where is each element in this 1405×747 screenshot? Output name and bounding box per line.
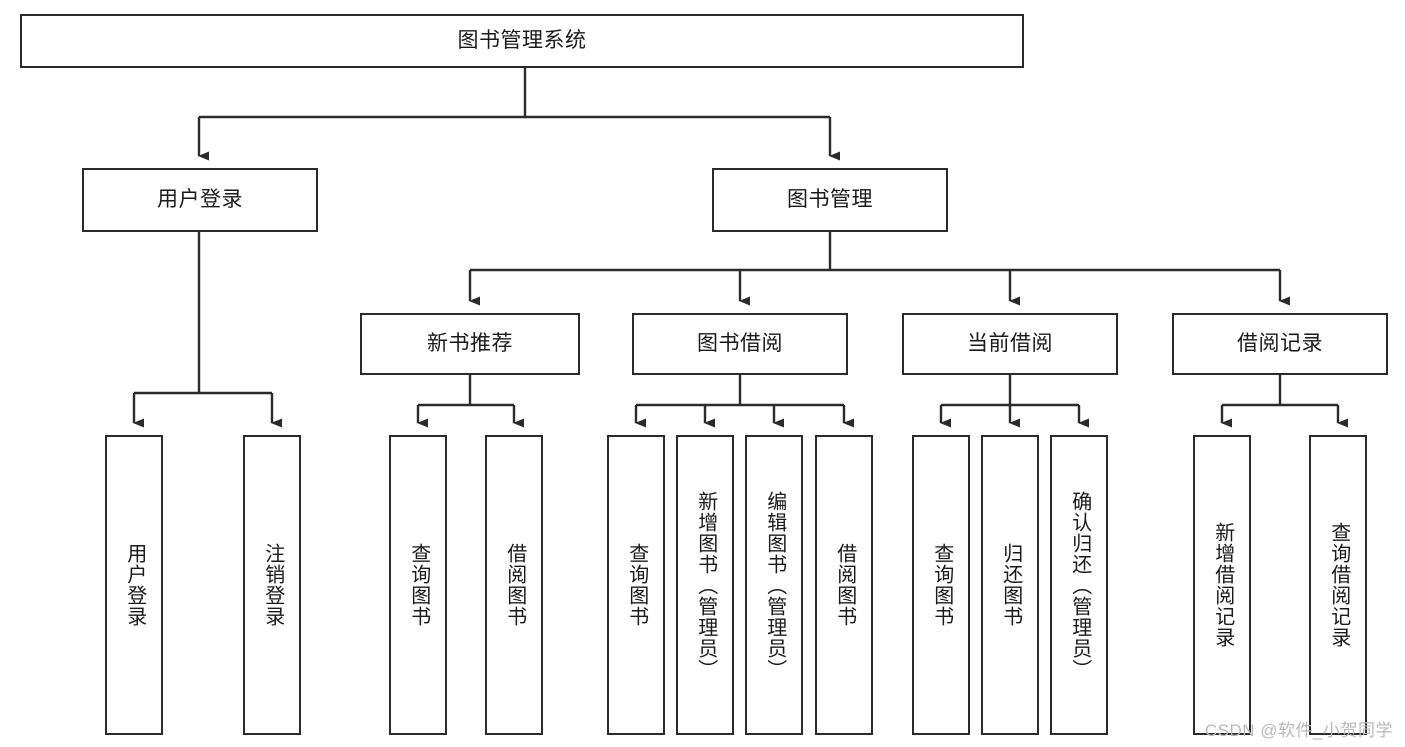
leaf-return-book[interactable]: 归还图书 bbox=[981, 435, 1039, 735]
leaf-borrow-book-1-label: 借阅图书 bbox=[503, 543, 526, 627]
leaf-query-book-2-label: 查询图书 bbox=[625, 543, 648, 627]
node-root-label: 图书管理系统 bbox=[457, 28, 587, 52]
leaf-query-book-1[interactable]: 查询图书 bbox=[389, 435, 447, 735]
leaf-borrow-book-2[interactable]: 借阅图书 bbox=[815, 435, 873, 735]
leaf-query-book-3[interactable]: 查询图书 bbox=[912, 435, 970, 735]
leaf-query-record[interactable]: 查询借阅记录 bbox=[1309, 435, 1367, 735]
node-book-manage-label: 图书管理 bbox=[787, 187, 873, 211]
leaf-borrow-book-2-label: 借阅图书 bbox=[833, 543, 856, 627]
node-user-login[interactable]: 用户登录 bbox=[82, 168, 318, 232]
leaf-query-record-label: 查询借阅记录 bbox=[1327, 522, 1350, 648]
node-new-book-recommend[interactable]: 新书推荐 bbox=[360, 313, 580, 375]
leaf-add-record[interactable]: 新增借阅记录 bbox=[1193, 435, 1251, 735]
leaf-user-logout-label: 注销登录 bbox=[261, 543, 284, 627]
leaf-add-book[interactable]: 新增图书（管理员） bbox=[676, 435, 734, 735]
node-book-borrow-label: 图书借阅 bbox=[697, 331, 783, 355]
node-user-login-label: 用户登录 bbox=[157, 187, 243, 211]
watermark-text: CSDN @软件_小贺同学 bbox=[1204, 721, 1393, 740]
leaf-add-record-label: 新增借阅记录 bbox=[1211, 522, 1234, 648]
leaf-edit-book-label: 编辑图书（管理员） bbox=[763, 490, 786, 680]
leaf-add-book-label: 新增图书（管理员） bbox=[694, 490, 717, 680]
node-borrow-record-label: 借阅记录 bbox=[1237, 331, 1323, 355]
leaf-query-book-1-label: 查询图书 bbox=[407, 543, 430, 627]
leaf-confirm-return-label: 确认归还（管理员） bbox=[1068, 490, 1091, 680]
node-current-borrow[interactable]: 当前借阅 bbox=[902, 313, 1118, 375]
leaf-query-book-3-label: 查询图书 bbox=[930, 543, 953, 627]
node-book-manage[interactable]: 图书管理 bbox=[712, 168, 948, 232]
leaf-confirm-return[interactable]: 确认归还（管理员） bbox=[1050, 435, 1108, 735]
node-root[interactable]: 图书管理系统 bbox=[20, 14, 1024, 68]
leaf-borrow-book-1[interactable]: 借阅图书 bbox=[485, 435, 543, 735]
leaf-edit-book[interactable]: 编辑图书（管理员） bbox=[745, 435, 803, 735]
node-current-borrow-label: 当前借阅 bbox=[967, 331, 1053, 355]
leaf-return-book-label: 归还图书 bbox=[999, 543, 1022, 627]
node-book-borrow[interactable]: 图书借阅 bbox=[632, 313, 848, 375]
leaf-user-login-label: 用户登录 bbox=[123, 543, 146, 627]
node-new-book-recommend-label: 新书推荐 bbox=[427, 331, 513, 355]
node-borrow-record[interactable]: 借阅记录 bbox=[1172, 313, 1388, 375]
leaf-query-book-2[interactable]: 查询图书 bbox=[607, 435, 665, 735]
leaf-user-login[interactable]: 用户登录 bbox=[105, 435, 163, 735]
leaf-user-logout[interactable]: 注销登录 bbox=[243, 435, 301, 735]
